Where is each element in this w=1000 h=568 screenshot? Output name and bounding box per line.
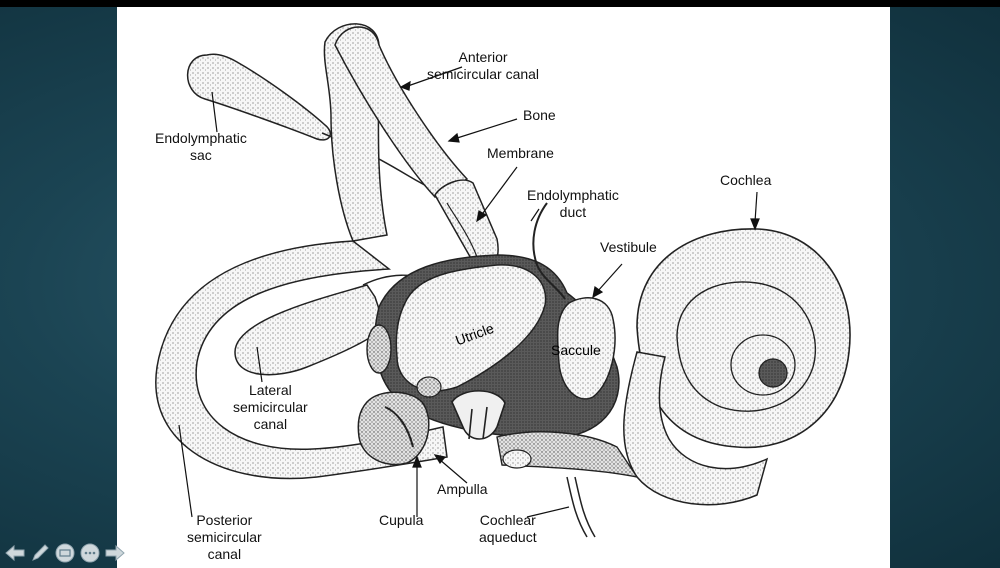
label-cupula: Cupula [379,512,424,528]
label-line: Endolymphatic [527,187,619,203]
cupula [384,406,414,448]
anterior-semicircular-canal [334,26,499,272]
label-cochlear-aqueduct: Cochlear aqueduct [479,512,537,546]
label-line: Posterior [196,512,253,528]
label-line: canal [253,416,288,432]
label-bone: Bone [523,107,556,123]
label-saccule: Saccule [551,342,601,358]
endolymphatic-duct [532,202,566,300]
arrow-left-icon [5,544,25,562]
slideshow-controls [4,541,126,565]
round-window-structure [451,390,506,440]
label-line: semicircular [187,529,262,545]
label-line: Anterior [458,49,508,65]
label-line: Endolymphatic [155,130,247,146]
top-bar [0,0,1000,7]
label-membrane: Membrane [487,145,554,161]
next-slide-button[interactable] [104,542,126,564]
cochlear-aqueduct [496,431,639,538]
label-line: sac [190,147,212,163]
ampulla [357,391,430,466]
previous-slide-button[interactable] [4,542,26,564]
label-lateral-canal: Lateral semicircular canal [233,382,308,433]
label-pointers [178,66,760,518]
label-line: canal [207,546,242,562]
label-cochlea: Cochlea [720,172,772,188]
label-line: aqueduct [479,529,537,545]
pen-icon [32,544,49,561]
saccule [556,297,616,400]
slides-menu-button[interactable] [54,542,76,564]
label-line: duct [559,204,587,220]
arrow-right-icon [105,544,125,562]
pen-tool-button[interactable] [29,542,51,564]
cochlea [623,228,851,506]
inner-ear-diagram: Utricle Saccule [155,23,851,538]
label-line: semicircular canal [427,66,540,82]
more-options-button[interactable] [79,542,101,564]
label-anterior-canal: Anterior semicircular canal [427,49,539,83]
slides-menu-icon [55,543,75,563]
label-line: Lateral [248,382,292,398]
utricle [366,264,547,398]
label-ampulla: Ampulla [437,481,488,497]
label-line: semicircular [233,399,308,415]
slide: Utricle Saccule Anterior semicircular ca… [117,7,890,568]
label-vestibule: Vestibule [600,239,657,255]
label-endolymphatic-sac: Endolymphatic sac [155,130,247,164]
more-options-icon [80,543,100,563]
label-endolymphatic-duct: Endolymphatic duct [527,187,619,221]
label-line: Cochlear [479,512,536,528]
label-posterior-canal: Posterior semicircular canal [187,512,262,563]
